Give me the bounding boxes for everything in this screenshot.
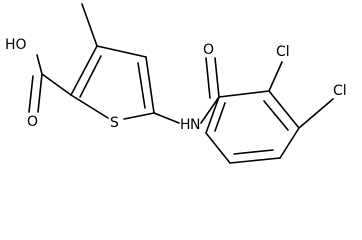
chemical-structure-diagram: HO O S H N O Cl Cl [5, 3, 347, 164]
sulfur-label: S [110, 115, 119, 131]
bond-s-c2 [70, 94, 109, 119]
bond-c5-n [153, 112, 180, 124]
bond-c2-c3 [70, 45, 98, 96]
bond-c-oh [36, 54, 43, 75]
bond-c-o-amide-1 [214, 57, 220, 98]
bond-ar4-ar5-inner [233, 149, 274, 155]
amide-nitrogen-label: N [190, 117, 200, 133]
bond-c4-c5-double [137, 62, 146, 109]
bond-ar1-ar2 [218, 90, 270, 98]
hydroxyl-label: HO [5, 37, 27, 53]
acid-carbonyl-oxygen-label: O [27, 114, 38, 130]
chlorine-label-1: Cl [276, 44, 290, 60]
bond-c-o-amide-2 [205, 57, 211, 99]
bond-c2-c3-double [79, 55, 102, 98]
bond-ar3-cl [298, 98, 334, 129]
bond-c4-c5 [145, 56, 155, 114]
bond-n-c [200, 96, 220, 124]
bond-c-o-double-1 [37, 73, 43, 113]
bond-ar4-ar5 [229, 157, 281, 164]
bond-ar3-ar4 [279, 127, 300, 159]
bond-ar2-cl [268, 61, 283, 92]
amide-carbonyl-oxygen-label: O [203, 42, 214, 58]
amide-nitrogen-h-label: H [180, 117, 191, 133]
bond-c5-s [123, 112, 155, 120]
bond-ar6-ar1 [205, 96, 220, 134]
bond-c-o-double-2 [28, 75, 34, 113]
bond-ar5-ar6 [205, 132, 231, 164]
bond-ar2-ar3 [268, 90, 300, 129]
bond-c3-c4 [96, 45, 147, 58]
bond-c2-cooh [41, 73, 72, 96]
bond-ar6-ar1-inner [214, 102, 226, 132]
structure-canvas: HO O S H N O Cl Cl [5, 3, 347, 164]
bond-methyl [81, 3, 98, 47]
bond-ar2-ar3-inner [263, 100, 289, 131]
chlorine-label-2: Cl [333, 83, 347, 99]
